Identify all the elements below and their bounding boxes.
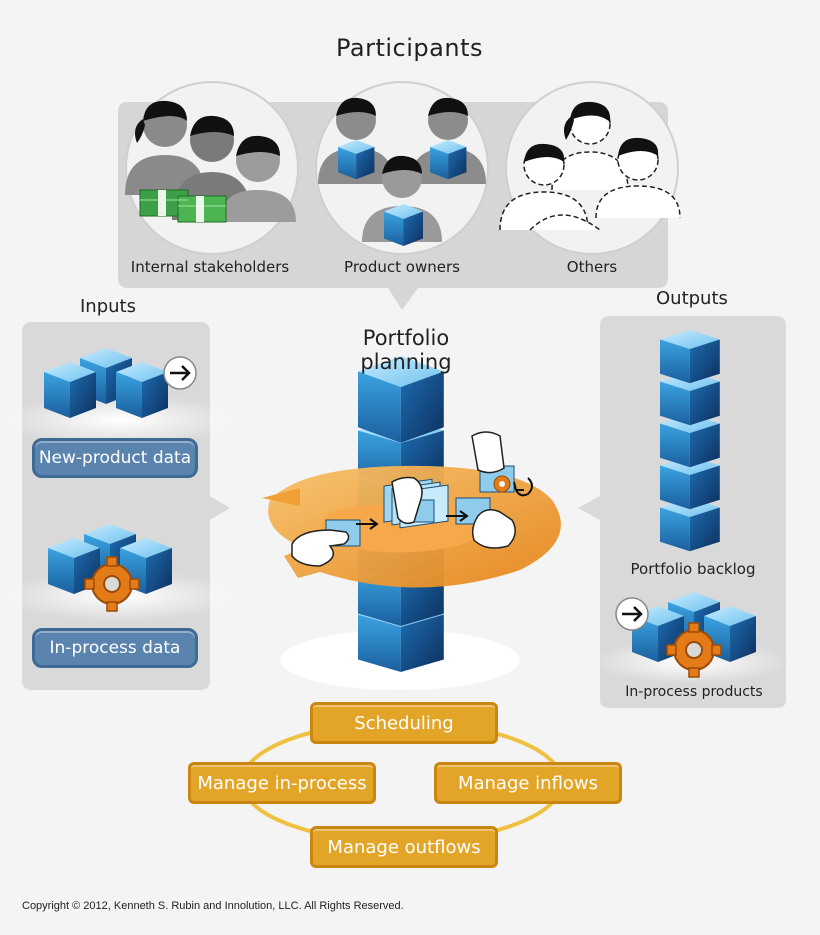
output-gear-icon <box>666 622 722 678</box>
input-in-process-data: In-process data <box>32 628 198 668</box>
product-owner-people-icon <box>318 97 486 246</box>
arrow-icons <box>356 477 533 530</box>
participants-title: Participants <box>336 34 483 62</box>
stakeholder-people-icon <box>125 100 296 223</box>
output-in-process-products: In-process products <box>625 684 763 700</box>
inputs-title: Inputs <box>80 296 136 317</box>
hands-icon <box>291 431 516 567</box>
copyright-notice: Copyright © 2012, Kenneth S. Rubin and I… <box>22 900 404 912</box>
activity-manage-outflows: Manage outflows <box>310 826 498 868</box>
money-icon <box>139 189 227 223</box>
outputs-title: Outputs <box>656 288 728 309</box>
small-gear-icon <box>493 475 511 493</box>
planning-cycle-ring-icon <box>262 465 561 588</box>
others-hair-icon <box>524 101 659 162</box>
gear-icon <box>84 556 140 612</box>
activity-scheduling: Scheduling <box>310 702 498 744</box>
participant-label-internal-stakeholders: Internal stakeholders <box>130 258 290 276</box>
others-people-icon <box>499 103 681 231</box>
output-arrow-circle-icon <box>615 597 649 631</box>
participant-label-others: Others <box>566 258 618 276</box>
output-portfolio-backlog: Portfolio backlog <box>630 560 756 578</box>
input-new-product-data: New-product data <box>32 438 198 478</box>
arrow-circle-icon <box>163 356 197 390</box>
activity-manage-inflows: Manage inflows <box>434 762 622 804</box>
portfolio-backlog-stack-icon <box>660 330 720 552</box>
activity-manage-in-process: Manage in-process <box>188 762 376 804</box>
portfolio-planning-title: Portfolio planning <box>360 326 452 374</box>
participant-label-product-owners: Product owners <box>344 258 460 276</box>
